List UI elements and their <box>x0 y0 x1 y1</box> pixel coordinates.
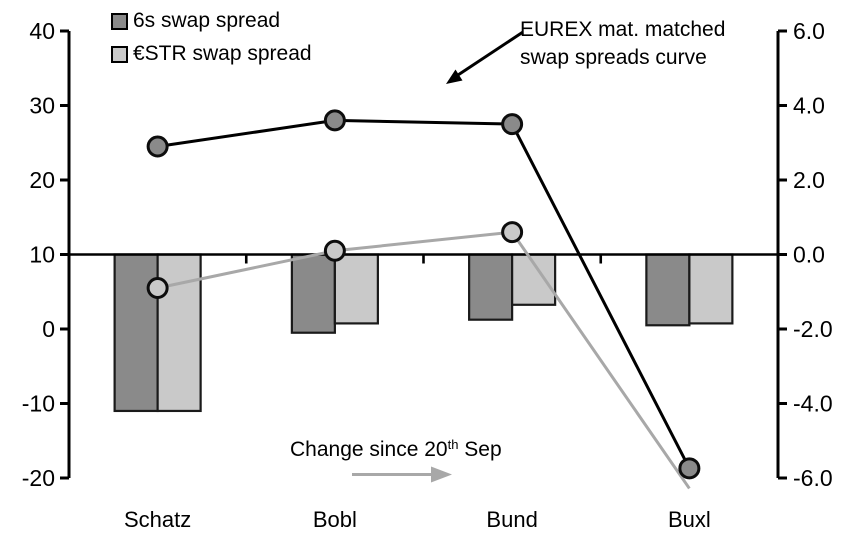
left-axis-tick-label: 40 <box>29 18 55 44</box>
marker-6s-buxl <box>678 457 701 480</box>
marker-estr-bobl <box>323 239 346 262</box>
right-axis-tick-label: 2.0 <box>793 167 825 193</box>
right-axis-tick-label: -6.0 <box>793 465 833 491</box>
legend-swatch-estr-icon <box>111 45 128 63</box>
annotation-change-suffix: Sep <box>458 438 502 461</box>
bar-6s-bund <box>468 253 514 321</box>
x-axis-label-bund: Bund <box>486 507 537 532</box>
bar-6s-buxl <box>645 253 691 327</box>
marker-6s-schatz <box>146 135 169 158</box>
annotation-curve-note-line2: swap spreads curve <box>520 46 707 69</box>
x-axis-label-schatz: Schatz <box>124 507 191 532</box>
annotation-curve-note: EUREX mat. matched swap spreads curve <box>520 16 780 72</box>
line-6s <box>157 118 691 470</box>
right-axis-tick-label: -4.0 <box>793 391 833 417</box>
left-axis-tick-label: -20 <box>22 465 55 491</box>
legend-item-6s-swap-spread: 6s swap spread <box>111 8 312 34</box>
annotation-change-prefix: Change since 20 <box>290 438 448 461</box>
annotation-change-sup: th <box>447 437 459 452</box>
left-axis-tick-label: -10 <box>22 391 55 417</box>
marker-6s-bobl <box>323 109 346 132</box>
left-axis-tick-label: 10 <box>29 242 55 268</box>
left-axis-tick-label: 20 <box>29 167 55 193</box>
bar-6s-bobl <box>290 253 336 334</box>
annotation-curve-note-line1: EUREX mat. matched <box>520 18 726 41</box>
chart-legend: 6s swap spread €STR swap spread <box>111 8 312 74</box>
annotation-change-note: Change since 20th Sep <box>290 437 502 462</box>
bar-estr-schatz <box>156 253 202 413</box>
legend-swatch-6s-icon <box>111 12 128 30</box>
marker-6s-bund <box>501 113 524 136</box>
right-axis-tick-label: 4.0 <box>793 93 825 119</box>
bar-estr-bobl <box>333 253 379 325</box>
right-axis-tick-label: 0.0 <box>793 242 825 268</box>
legend-label-estr: €STR swap spread <box>133 42 312 65</box>
bar-estr-buxl <box>688 253 734 325</box>
right-axis-tick-label: 6.0 <box>793 18 825 44</box>
bar-6s-schatz <box>113 253 159 413</box>
left-axis-tick-label: 0 <box>42 316 55 342</box>
x-axis-label-buxl: Buxl <box>668 507 711 532</box>
left-axis-tick-label: 30 <box>29 93 55 119</box>
legend-item-estr-swap-spread: €STR swap spread <box>111 41 312 67</box>
right-axis-tick-label: -2.0 <box>793 316 833 342</box>
legend-label-6s: 6s swap spread <box>133 9 281 32</box>
x-axis-label-bobl: Bobl <box>313 507 357 532</box>
line-estr <box>157 230 691 490</box>
marker-estr-bund <box>501 221 524 244</box>
marker-estr-schatz <box>146 277 169 300</box>
